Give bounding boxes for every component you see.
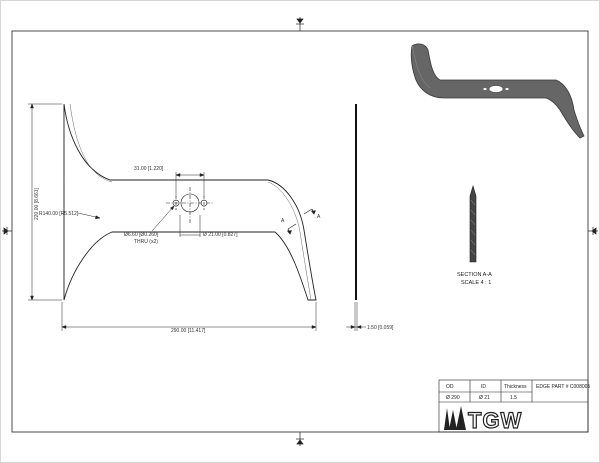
value-id: Ø 21 xyxy=(479,395,490,401)
value-od: Ø 290 xyxy=(446,395,460,401)
dim-height-label: 220.00 [8.661] xyxy=(34,187,40,220)
isometric-view xyxy=(410,43,585,139)
section-title: SECTION A-A xyxy=(457,272,492,278)
side-view: 1.50 [0.059] xyxy=(346,104,394,331)
section-mark-a1: A xyxy=(281,218,285,224)
title-block xyxy=(438,379,589,433)
center-marks xyxy=(2,17,598,446)
hole-dia-label: Ø6.60 [Ø0.260] xyxy=(124,232,159,238)
dim-hole-spacing-label: 31.00 [1.220] xyxy=(134,166,164,172)
section-cut-marks xyxy=(286,208,316,235)
center-holes xyxy=(166,187,214,224)
dim-radius-label: R140.00 [R5.512] xyxy=(39,211,79,217)
tgw-logo: TGW xyxy=(444,406,522,434)
dim-length xyxy=(61,302,317,331)
dim-radius xyxy=(77,212,101,220)
header-id: ID xyxy=(481,384,486,390)
hole-leaders xyxy=(151,205,201,237)
section-mark-a2: A xyxy=(317,214,321,220)
logo-text: TGW xyxy=(468,408,522,433)
header-thickness: Thickness xyxy=(504,384,527,390)
center-dia-label: Ø 21.00 [0.827] xyxy=(203,232,238,238)
blade-outline xyxy=(63,103,317,301)
section-a-a-view xyxy=(469,184,477,263)
part-number: EDGE PART # C008005 xyxy=(536,384,590,390)
dim-height xyxy=(28,103,62,301)
section-scale: SCALE 4 : 1 xyxy=(461,280,491,286)
dim-length-label: 290.00 [11.417] xyxy=(171,328,206,334)
header-od: OD xyxy=(446,384,454,390)
dim-hole-spacing xyxy=(175,172,205,197)
dim-thickness-label: 1.50 [0.059] xyxy=(367,325,394,331)
hole-thru-label: THRU (x2) xyxy=(134,239,158,245)
value-thickness: 1.5 xyxy=(510,395,517,401)
